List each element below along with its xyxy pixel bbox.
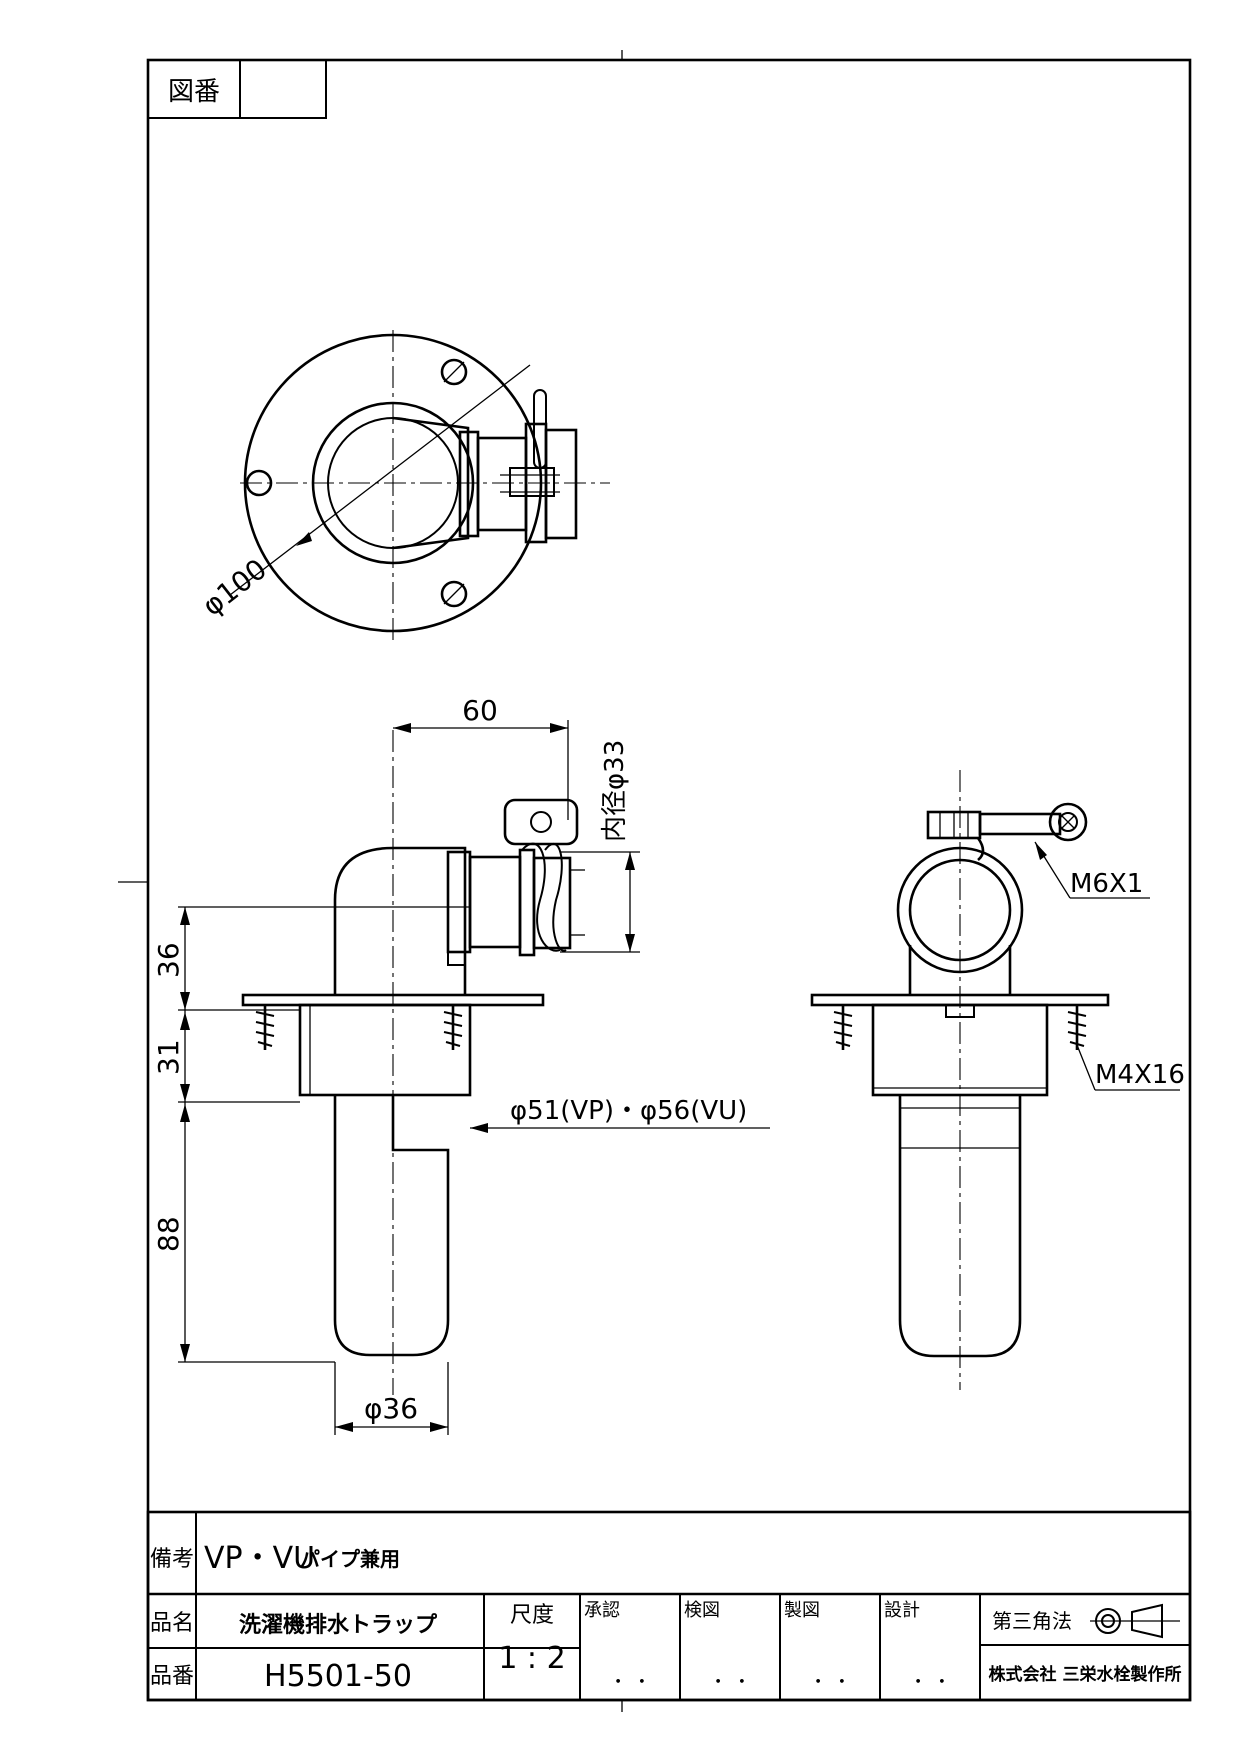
front-trap-body bbox=[333, 1095, 450, 1357]
side-outlet-outer bbox=[896, 846, 1024, 974]
side-clamp-lever bbox=[1048, 802, 1088, 842]
dim-60-label: 60 bbox=[462, 694, 498, 727]
projection-label: 第三角法 bbox=[992, 1609, 1072, 1633]
drawing-number-box: 図番 bbox=[147, 59, 327, 119]
approval-label: 承認 bbox=[584, 1600, 620, 1621]
front-screw-left bbox=[255, 1005, 275, 1050]
side-socket-body bbox=[871, 1003, 1049, 1097]
drawing-number-label: 図番 bbox=[168, 77, 220, 107]
flange-dia-leader bbox=[229, 364, 531, 596]
side-view: M6X1 M4X16 bbox=[810, 770, 1185, 1390]
front-screw-right bbox=[443, 1005, 463, 1050]
dim-36-label: 36 bbox=[152, 942, 185, 978]
design-label: 設計 bbox=[884, 1600, 920, 1621]
elbow-outline bbox=[333, 846, 467, 995]
clamp-head-top bbox=[509, 467, 555, 497]
front-view: 60 内径φ33 36 31 88 φ51(VP)・φ56(VU) bbox=[152, 694, 770, 1435]
side-screw-left bbox=[833, 1005, 853, 1050]
side-outlet-inner bbox=[908, 858, 1012, 962]
elbow-body bbox=[392, 416, 470, 550]
drafting-date: ・ ・ bbox=[809, 1672, 851, 1693]
elbow-socket-ring bbox=[446, 850, 472, 954]
third-angle-projection-symbol bbox=[1090, 1603, 1180, 1639]
flange-dia-label: φ100 bbox=[196, 552, 273, 622]
front-hose-connector bbox=[468, 855, 522, 949]
flange-circle bbox=[243, 333, 543, 633]
drafting-label: 製図 bbox=[784, 1600, 820, 1621]
side-trap-body bbox=[898, 1095, 1022, 1358]
screw-hole-top-right bbox=[440, 358, 468, 386]
company-name: 株式会社 三栄水栓製作所 bbox=[989, 1664, 1182, 1685]
dim-inner-dia-label: 内径φ33 bbox=[600, 740, 630, 842]
dim-pipe-dia-label: φ51(VP)・φ56(VU) bbox=[510, 1096, 747, 1126]
product-no-label: 品番 bbox=[150, 1664, 194, 1689]
remarks-value-main: VP・VU bbox=[204, 1541, 315, 1576]
bolt-spec-label: M6X1 bbox=[1070, 869, 1143, 899]
product-name: 洗濯機排水トラップ bbox=[239, 1613, 438, 1638]
scale-value: 1 : 2 bbox=[498, 1641, 565, 1676]
approval-date: ・ ・ bbox=[609, 1672, 651, 1693]
side-screw-right bbox=[1067, 1005, 1087, 1050]
check-date: ・ ・ bbox=[709, 1672, 751, 1693]
front-clamp-head bbox=[503, 798, 579, 846]
screw-hole-bottom-right bbox=[440, 580, 468, 608]
dim-trap-dia-label: φ36 bbox=[364, 1392, 418, 1425]
scale-label: 尺度 bbox=[510, 1603, 554, 1628]
dim-31-label: 31 bbox=[152, 1039, 185, 1075]
dim-88-label: 88 bbox=[152, 1216, 185, 1252]
check-label: 検図 bbox=[684, 1600, 720, 1621]
front-hose-end bbox=[532, 856, 572, 950]
hose-connector bbox=[476, 436, 528, 532]
drawing-frame bbox=[146, 58, 1192, 1702]
design-date: ・ ・ bbox=[909, 1672, 951, 1693]
title-block: 備考 VP・VU パイプ兼用 品名 洗濯機排水トラップ 品番 H5501-50 … bbox=[146, 1510, 1192, 1702]
screw-spec-label: M4X16 bbox=[1095, 1060, 1185, 1090]
product-no: H5501-50 bbox=[264, 1659, 412, 1694]
screw-hole-left bbox=[245, 469, 273, 497]
product-name-label: 品名 bbox=[150, 1611, 194, 1636]
front-socket-body bbox=[298, 1003, 472, 1097]
side-clamp-bolt bbox=[978, 812, 1062, 836]
remarks-value-sub: パイプ兼用 bbox=[300, 1547, 400, 1571]
remarks-label: 備考 bbox=[150, 1547, 194, 1572]
clamp-bolt-top bbox=[533, 389, 547, 469]
hose-end-top bbox=[544, 428, 578, 540]
top-view: φ100 bbox=[196, 330, 610, 645]
body-outer-circle bbox=[311, 401, 475, 565]
